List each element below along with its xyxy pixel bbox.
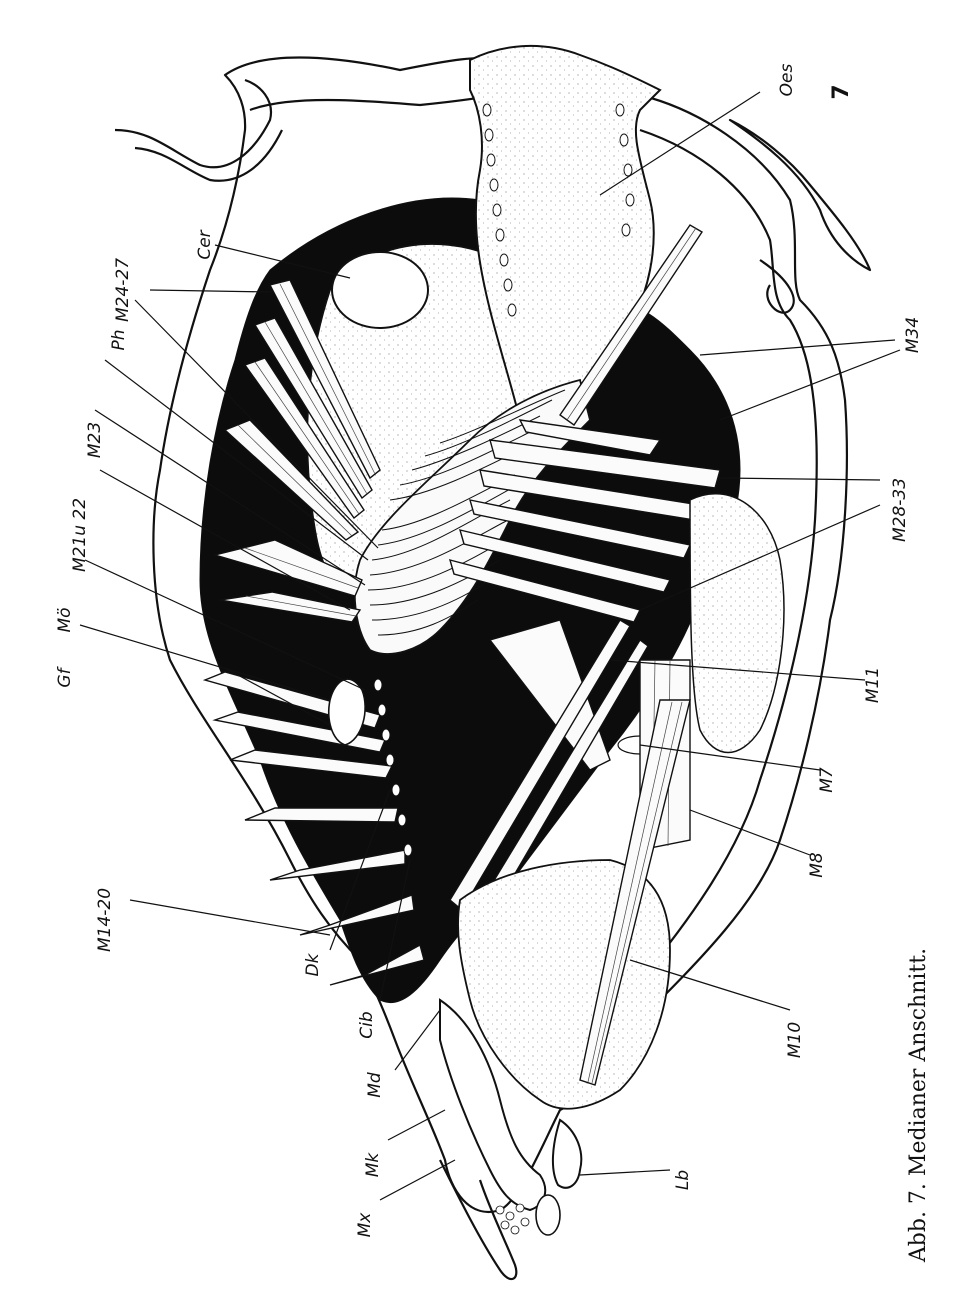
label-m21u22: M21u 22 (70, 498, 90, 572)
label-m11: M11 (863, 667, 883, 703)
label-cer: Cer (195, 229, 215, 259)
gena-region (690, 494, 784, 753)
figure-number: 7 (829, 84, 854, 99)
cuticle-fold-right (730, 120, 870, 270)
label-m7: M7 (817, 767, 837, 793)
label-lb: Lb (673, 1170, 693, 1190)
cerebrum (332, 252, 428, 328)
label-gf: Gf (55, 665, 75, 687)
label-mo: Mö (55, 607, 75, 632)
label-ph: Ph (109, 329, 129, 350)
label-m28-33: M28-33 (890, 478, 910, 542)
label-m34: M34 (903, 317, 923, 353)
labrum (553, 1120, 581, 1188)
label-m10: M10 (785, 1022, 805, 1058)
label-m8: M8 (807, 852, 827, 878)
label-md: Md (365, 1072, 385, 1098)
label-oes: Oes (777, 64, 797, 97)
label-mx: Mx (355, 1212, 375, 1238)
label-mk: Mk (363, 1152, 383, 1178)
label-m24-27: M24-27 (113, 258, 133, 322)
figure-caption: Abb. 7. Medianer Anschnitt. (906, 948, 931, 1263)
label-dk: Dk (303, 952, 323, 976)
labial-palp (536, 1195, 560, 1235)
label-m14-20: M14-20 (95, 888, 115, 952)
cuticle-fold-top (115, 80, 271, 167)
label-m23: M23 (85, 422, 105, 458)
cuticle-fold-right-2 (760, 260, 794, 313)
label-cib: Cib (357, 1011, 377, 1038)
